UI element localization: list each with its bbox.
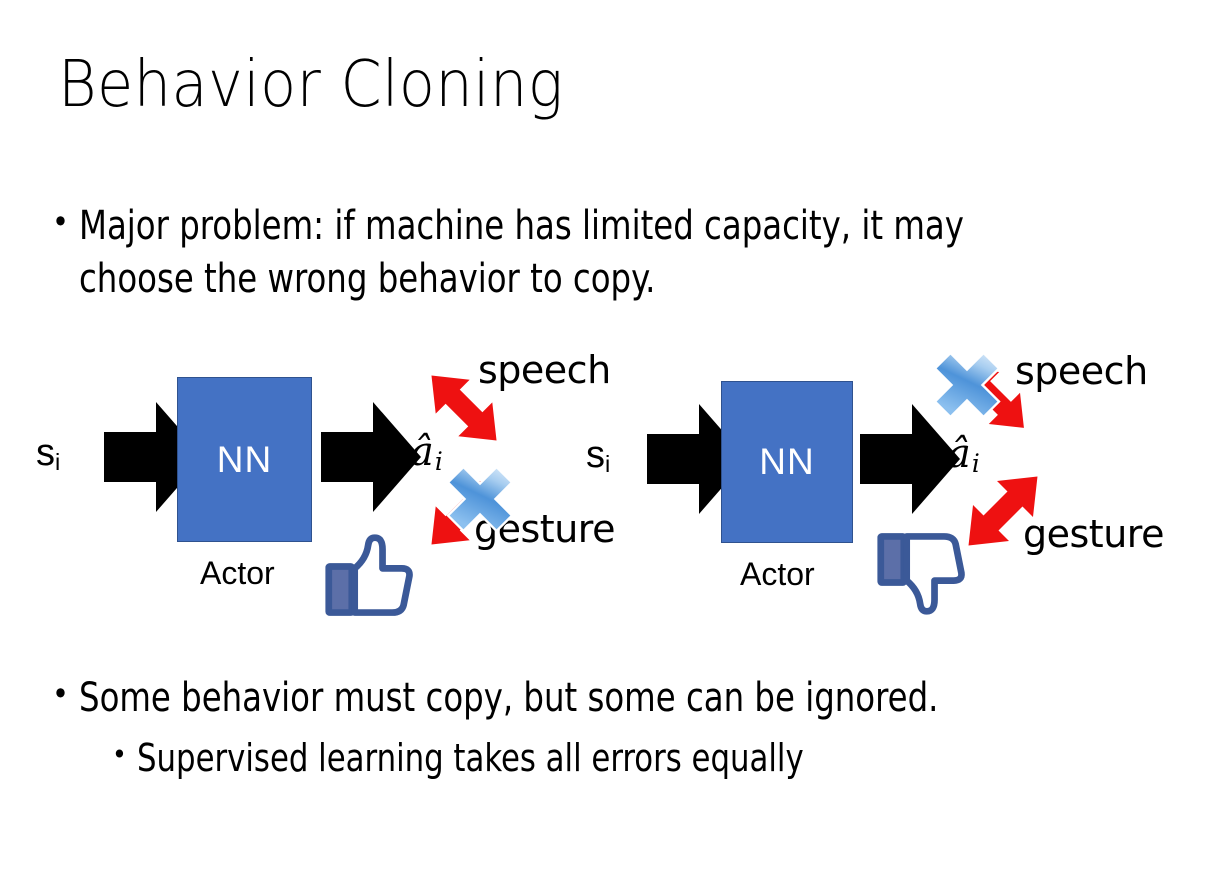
- bullet-text: Supervised learning takes all errors equ…: [136, 736, 804, 780]
- cross-out-x-icon-right: [933, 351, 1001, 419]
- output-action-subscript: i: [971, 448, 980, 478]
- page-title: Behavior Cloning: [58, 48, 564, 122]
- cross-out-x-icon-left: [446, 465, 514, 533]
- output-arrow-right: [860, 404, 960, 514]
- thumbs-up-icon-left: [325, 534, 413, 616]
- output-action-label-left: âi: [410, 429, 443, 475]
- bullet-marker-icon: •: [112, 738, 127, 771]
- speech-label-right: speech: [1015, 349, 1148, 393]
- bullet-bottom-sub: • Supervised learning takes all errors e…: [112, 734, 1152, 783]
- gesture-label-right: gesture: [1023, 512, 1164, 556]
- input-state-subscript: i: [605, 451, 611, 478]
- actor-caption-right: Actor: [740, 556, 815, 592]
- input-state-subscript: i: [55, 449, 61, 476]
- output-action-symbol: â: [410, 429, 434, 475]
- output-action-label-right: âi: [947, 431, 980, 477]
- speech-label-left: speech: [478, 348, 611, 392]
- bullet-marker-icon: •: [52, 203, 69, 241]
- nn-box-left: NN: [177, 377, 312, 542]
- diagram-left: si NN Actor âi speech: [18, 340, 618, 640]
- bullet-top: • Major problem: if machine has limited …: [52, 200, 1092, 306]
- nn-box-label: NN: [759, 441, 815, 482]
- gesture-double-arrow-right: [968, 476, 1038, 546]
- bullet-text: Some behavior must copy, but some can be…: [78, 675, 939, 721]
- nn-box-label: NN: [216, 438, 273, 480]
- bullet-text: Major problem: if machine has limited ca…: [78, 203, 964, 302]
- bullet-item: • Major problem: if machine has limited …: [52, 200, 1092, 306]
- bullet-item: • Supervised learning takes all errors e…: [112, 734, 1152, 783]
- bullet-item: • Some behavior must copy, but some can …: [52, 672, 1152, 724]
- output-action-symbol: â: [947, 431, 971, 477]
- actor-caption-left: Actor: [200, 555, 275, 591]
- speech-double-arrow-left: [431, 375, 497, 441]
- diagram-right: si NN Actor âi speech: [568, 340, 1188, 640]
- bullet-bottom-primary: • Some behavior must copy, but some can …: [52, 672, 1152, 724]
- thumbs-down-icon-right: [877, 533, 965, 615]
- output-action-subscript: i: [434, 446, 443, 476]
- input-state-symbol: s: [36, 432, 55, 474]
- output-arrow-left: [321, 402, 421, 512]
- input-state-label-right: si: [586, 434, 610, 477]
- nn-box-right: NN: [721, 381, 853, 543]
- input-state-label-left: si: [36, 432, 60, 475]
- input-state-symbol: s: [586, 434, 605, 476]
- bullet-marker-icon: •: [52, 675, 69, 713]
